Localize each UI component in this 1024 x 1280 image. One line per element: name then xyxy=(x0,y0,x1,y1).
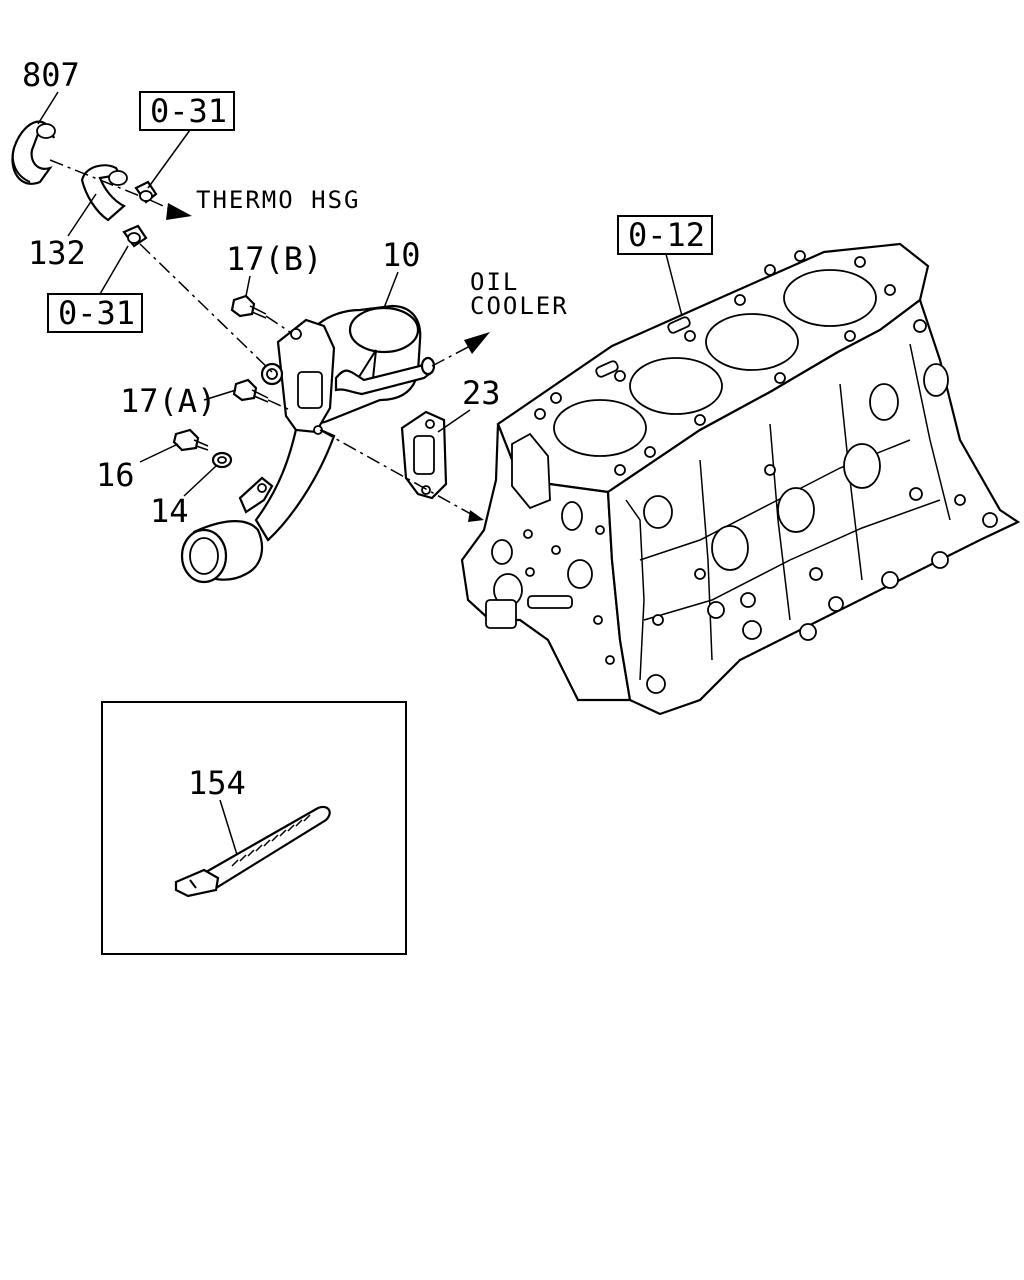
thermo-arrow xyxy=(149,199,192,220)
block-mount-arrow xyxy=(468,510,484,522)
ref-label-mid: 0-31 xyxy=(58,294,135,332)
ref-label-top: 0-31 xyxy=(150,92,227,130)
washer-14 xyxy=(211,451,233,469)
gasket-23 xyxy=(400,410,448,500)
cable-tie-154 xyxy=(174,805,331,898)
oil-cooler-arrow xyxy=(431,332,490,367)
leader-23 xyxy=(437,409,471,433)
callout-17a: 17(A) xyxy=(120,382,216,420)
bolt-17a xyxy=(232,378,269,403)
leader-14 xyxy=(183,465,217,497)
ref-leader-mid xyxy=(99,245,129,295)
callout-23: 23 xyxy=(462,374,501,412)
callout-10: 10 xyxy=(382,236,421,274)
ref-leader-top xyxy=(147,129,191,189)
ref-box-mid xyxy=(47,293,143,333)
ref-box-block xyxy=(617,215,713,255)
note-thermo-hsg: THERMO HSG xyxy=(196,186,361,214)
hose-leader xyxy=(49,159,151,201)
ref-box-top xyxy=(139,91,235,131)
hose-clamp-lower xyxy=(122,224,148,248)
bolt-16 xyxy=(172,428,209,452)
callout-17b: 17(B) xyxy=(226,240,322,278)
ref-leader-block xyxy=(665,253,683,317)
oil-cooler-pipe-assembly xyxy=(180,304,436,584)
note-oil: OIL xyxy=(470,268,519,296)
leader-17a xyxy=(267,399,291,411)
leader-to-block xyxy=(319,429,479,519)
ref-label-block: 0-12 xyxy=(628,216,705,254)
callout-14: 14 xyxy=(150,492,189,530)
cylinder-block xyxy=(460,242,1021,716)
leader-10 xyxy=(383,271,399,309)
leader-132 xyxy=(67,193,97,237)
leader-17b xyxy=(265,315,291,333)
leader-154 xyxy=(219,799,239,859)
hose-807 xyxy=(11,120,56,185)
leader-17a-callout xyxy=(203,389,237,401)
callout-132: 132 xyxy=(28,234,86,272)
callout-807: 807 xyxy=(22,56,80,94)
bolt-17b xyxy=(230,294,267,319)
callout-16: 16 xyxy=(96,456,135,494)
hose-132 xyxy=(80,164,128,222)
leader-17b-callout xyxy=(245,275,251,297)
callout-154: 154 xyxy=(188,764,246,802)
hose-clamp-upper xyxy=(134,180,158,204)
leader-clamp-to-flange xyxy=(139,243,273,373)
leader-16 xyxy=(139,443,179,463)
inset-box xyxy=(101,701,407,955)
leader-807 xyxy=(37,91,59,125)
note-cooler: COOLER xyxy=(470,292,569,320)
